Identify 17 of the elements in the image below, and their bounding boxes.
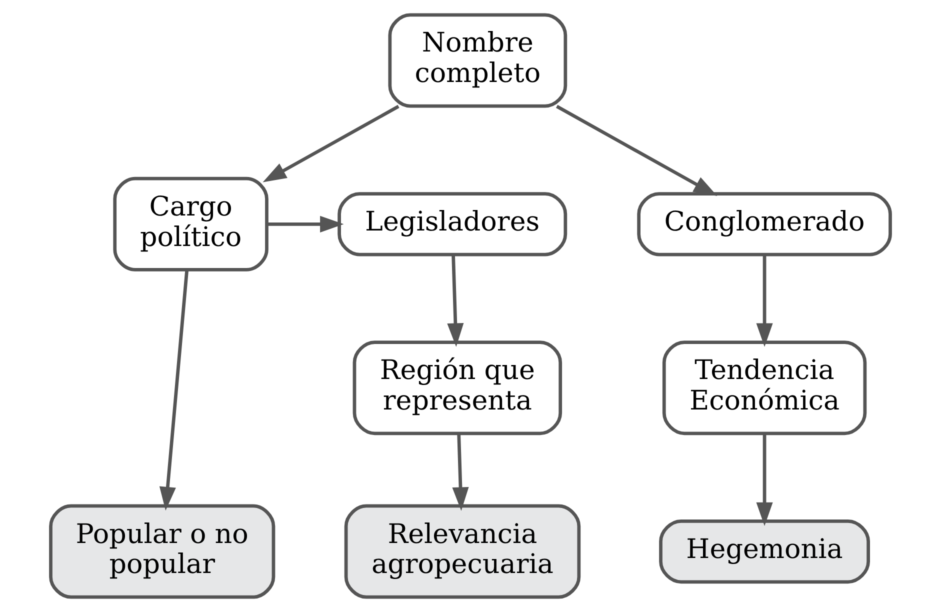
node-box: Región que representa [352, 340, 562, 436]
node-box: Relevancia agropecuaria [344, 504, 580, 599]
arrow [452, 434, 468, 511]
node-box: Hegemonia [658, 519, 870, 584]
arrow [756, 255, 772, 347]
node-box: Popular o no popular [48, 504, 275, 599]
node-box: Tendencia Económica [662, 340, 866, 436]
node-box: Nombre completo [388, 13, 567, 108]
arrow [446, 255, 464, 347]
arrow [266, 216, 344, 232]
arrow [556, 104, 717, 196]
arrow [756, 434, 772, 526]
arrow [158, 270, 188, 511]
node-box: Legisladores [337, 192, 567, 256]
node-box: Cargo político [112, 176, 268, 272]
arrow [262, 104, 399, 182]
node-box: Conglomerado [636, 192, 892, 256]
